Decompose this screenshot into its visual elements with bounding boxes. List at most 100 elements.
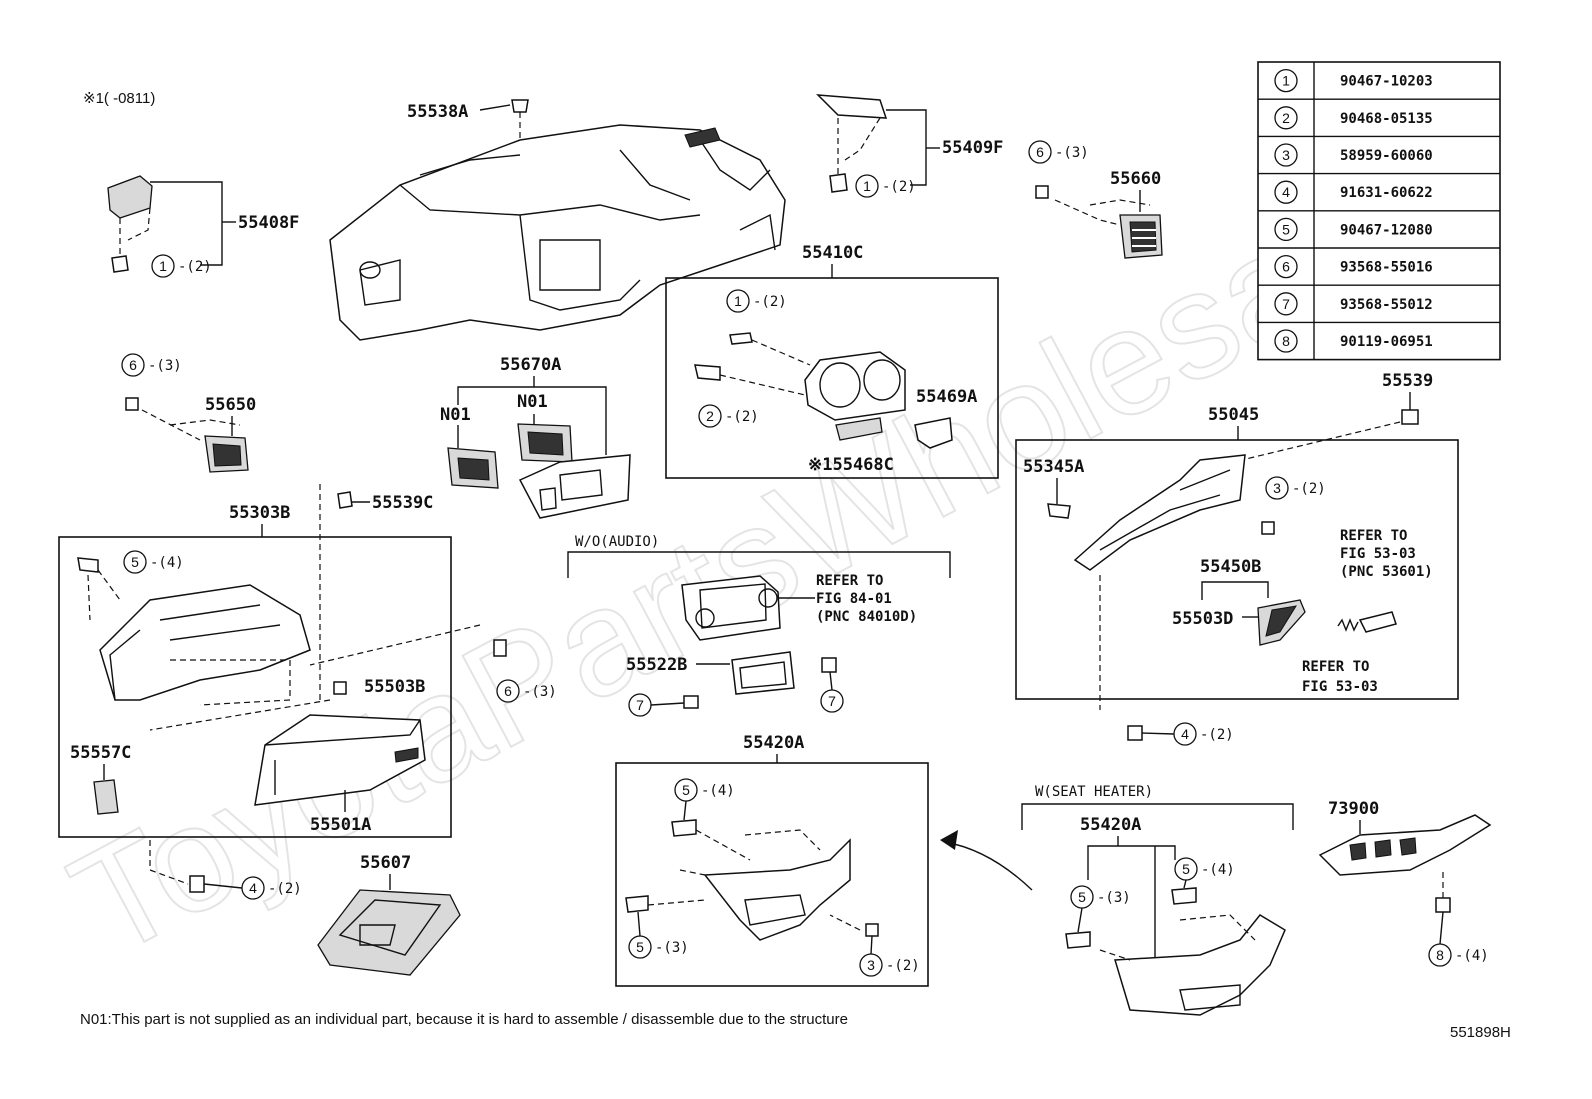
label-73900: 73900	[1328, 799, 1379, 819]
label-55670A: 55670A	[500, 355, 561, 375]
label-wo-audio: W/O(AUDIO)	[575, 534, 659, 550]
instrument-panel[interactable]	[329, 124, 786, 341]
svg-text:6: 6	[1036, 144, 1044, 160]
vent-55660-icon[interactable]	[1119, 214, 1163, 259]
svg-text:5: 5	[131, 554, 139, 570]
figure-id: 551898H	[1450, 1024, 1511, 1041]
callout-c19: 8 -(4)	[1428, 911, 1489, 967]
center-panel-55420A-icon[interactable]	[679, 829, 851, 941]
label-55420A: 55420A	[743, 733, 804, 753]
svg-text:-(4): -(4)	[701, 783, 735, 799]
part-53601-icon[interactable]	[1358, 611, 1397, 633]
parts-table-num: 1	[1282, 73, 1290, 89]
parts-table-partno: 91631-60622	[1340, 185, 1433, 201]
svg-text:-(4): -(4)	[150, 555, 184, 571]
callout-c18: 5 -(4)	[1174, 857, 1235, 889]
pocket-55450B-icon[interactable]	[1257, 599, 1306, 646]
callout-c13: 5 -(4)	[674, 778, 735, 821]
screw-55503B-icon[interactable]	[333, 681, 347, 695]
part-55557C-icon[interactable]	[93, 779, 119, 815]
label-N01-left: N01	[440, 405, 471, 425]
bezel-55670A-icon[interactable]	[518, 454, 631, 519]
clip-55420A-right-icon	[865, 923, 879, 937]
ref-84-line3: (PNC 84010D)	[816, 609, 917, 625]
meter-hood-icon[interactable]	[804, 351, 906, 421]
svg-text:-(2): -(2)	[753, 294, 787, 310]
svg-text:1: 1	[159, 258, 167, 274]
vent-N01-right-icon[interactable]	[517, 423, 573, 463]
parts-table-row: 4 91631-60622	[1274, 180, 1433, 204]
callout-c6: 2 -(2)	[698, 404, 759, 428]
part-55469A-icon[interactable]	[914, 417, 953, 449]
vent-55650-icon[interactable]	[204, 435, 249, 473]
svg-text:-(2): -(2)	[1200, 727, 1234, 743]
clip-55539-icon[interactable]	[1401, 409, 1419, 425]
label-55607: 55607	[360, 853, 411, 873]
clip-55420A-left-icon	[625, 895, 649, 913]
callout-c10: 7	[628, 693, 685, 717]
vent-N01-left-icon[interactable]	[447, 447, 499, 489]
label-55408F: 55408F	[238, 213, 299, 233]
callout-c7: 3 -(2)	[1265, 476, 1326, 500]
box-55420A	[615, 762, 929, 987]
audio-bezel-icon[interactable]	[681, 575, 781, 641]
clip-55538A-icon[interactable]	[511, 99, 529, 113]
parts-table-partno: 90119-06951	[1340, 334, 1433, 350]
clip-55345A-icon	[1047, 503, 1071, 519]
panel-55045-icon[interactable]	[1073, 454, 1246, 571]
ref-84-line2: FIG 84-01	[816, 591, 892, 607]
svg-text:-(2): -(2)	[886, 958, 920, 974]
clip2-55410C-icon	[694, 364, 721, 381]
label-55539: 55539	[1382, 371, 1433, 391]
glovebox-55501A-icon[interactable]	[254, 714, 426, 806]
part-55408F-icon[interactable]	[107, 175, 153, 219]
svg-text:-(2): -(2)	[268, 881, 302, 897]
screw-55045-icon	[1261, 521, 1275, 535]
svg-text:5: 5	[682, 782, 690, 798]
parts-table-num: 7	[1282, 296, 1290, 312]
callout-c11: 7	[820, 671, 844, 713]
svg-text:4: 4	[249, 880, 257, 896]
label-55522B: 55522B	[626, 655, 687, 675]
screw-55303B-right-icon	[493, 639, 507, 657]
svg-text:-(3): -(3)	[655, 940, 689, 956]
label-55650: 55650	[205, 395, 256, 415]
label-55660: 55660	[1110, 169, 1161, 189]
clip-55539C-icon[interactable]	[337, 491, 353, 509]
label-55410C: 55410C	[802, 243, 863, 263]
label-55503B: 55503B	[364, 677, 425, 697]
center-panel-seat-heater-icon[interactable]	[1099, 914, 1286, 1016]
label-55303B: 55303B	[229, 503, 290, 523]
parts-table-num: 6	[1282, 259, 1290, 275]
clip-seat-left-icon	[1065, 931, 1091, 949]
switch-73900-icon[interactable]	[1318, 814, 1492, 876]
callout-c15: 5 -(3)	[628, 911, 689, 959]
part-55409F-icon[interactable]	[816, 94, 888, 119]
box-55303B	[58, 536, 452, 838]
part-55468C-icon[interactable]	[835, 417, 883, 441]
svg-text:-(2): -(2)	[882, 179, 916, 195]
glovebox-door-icon[interactable]	[99, 584, 311, 706]
label-55409F: 55409F	[942, 138, 1003, 158]
clip-55408F-icon	[111, 255, 129, 273]
label-55557C: 55557C	[70, 743, 131, 763]
parts-table-num: 4	[1282, 184, 1290, 200]
label-55450B: 55450B	[1200, 557, 1261, 577]
undercover-55607-icon[interactable]	[317, 889, 461, 976]
callout-c1: 1 -(2)	[151, 254, 212, 278]
screw-55660-icon	[1035, 185, 1049, 199]
label-55468C: ※155468C	[808, 455, 894, 475]
panel-55522B-icon[interactable]	[731, 651, 795, 695]
screw-55045-bottom-icon	[1127, 725, 1143, 741]
svg-text:-(2): -(2)	[178, 259, 212, 275]
clip-seat-right-icon	[1171, 887, 1197, 905]
ref-53b-line2: FIG 53-03	[1302, 679, 1378, 695]
svg-text:1: 1	[863, 178, 871, 194]
label-55503D: 55503D	[1172, 609, 1233, 629]
ref-53b-line1: REFER TO	[1302, 659, 1369, 675]
label-55539C: 55539C	[372, 493, 433, 513]
